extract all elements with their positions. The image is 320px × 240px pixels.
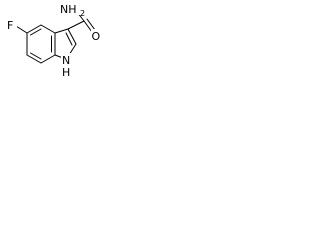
atom-o: O [91, 29, 102, 43]
bond-c4-c5 [26, 24, 42, 34]
benzene-ring [26, 24, 56, 64]
atom-f: F [6, 18, 17, 32]
double-bond-c6-c7 [30, 52, 42, 60]
double-bond-c4-c5 [30, 28, 42, 36]
bond-c3-carbonyl [67, 20, 85, 30]
atom-amide-nh2: NH 2 [60, 2, 86, 18]
bond-c6-c7 [26, 54, 42, 64]
bond-carbonyl-o [83, 20, 93, 33]
structure-canvas: F NH 2 O N H [0, 0, 105, 91]
bond-c7-c7a [40, 54, 56, 64]
bond-c3a-c3 [54, 28, 69, 34]
atom-f-label: F [7, 19, 13, 32]
chemical-structure-diagram: F NH 2 O N H [6, 2, 102, 79]
double-bond-c3-c2 [65, 32, 73, 46]
atom-indole-h-label: H [62, 66, 70, 79]
atom-indole-n-label: N [62, 54, 70, 67]
double-bond-carbonyl-o [86, 18, 96, 31]
atom-indole-nh: N H [61, 53, 72, 79]
bond-c5-f [15, 25, 28, 34]
atom-amide-n-subscript: 2 [80, 9, 85, 18]
bond-c3a-c4 [40, 24, 56, 34]
atom-amide-n-label: NH [60, 3, 77, 16]
atom-o-label: O [92, 30, 101, 43]
bond-c3-c2 [67, 28, 77, 45]
